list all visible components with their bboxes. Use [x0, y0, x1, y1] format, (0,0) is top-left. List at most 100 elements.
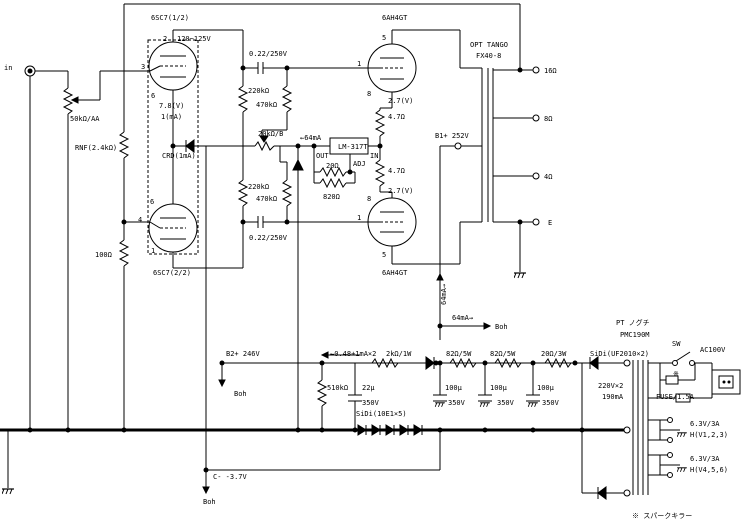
driver-top-plate-voltage: 120~125V: [177, 35, 212, 43]
output-top-pin-plate: 5: [382, 34, 386, 42]
output-bottom-pin-grid: 1: [357, 214, 361, 222]
output-bottom-bias: 2.7(V): [388, 187, 413, 195]
ccs-current-label: ←64mA: [300, 134, 322, 142]
spark-killer-mark: ※: [673, 370, 679, 378]
diode-string-label: SiDi(10E1×5): [356, 410, 407, 418]
output-tube-top: [367, 43, 417, 93]
pt-hv-current-label: 190mA: [602, 393, 624, 401]
heater2-tubes: H(V4,5,6): [690, 466, 728, 474]
footnote: ※ スパークキラー: [632, 512, 692, 520]
b1-terminal: [454, 142, 462, 150]
mains-label: AC100V: [700, 346, 726, 354]
output-bottom-name: 6AH4GT: [382, 269, 408, 277]
grid-leak-bottom: [281, 179, 293, 207]
b1-vertical-label: 64mA→: [440, 284, 448, 305]
driver-top-name: 6SC7(1/2): [151, 14, 189, 22]
b1-current-label: 64mA→: [452, 314, 473, 322]
cap-small-v-label: 350V: [362, 399, 380, 407]
reg-r1-label: 20Ω: [326, 162, 339, 170]
driver-tube-bottom: [148, 203, 198, 253]
driver-bottom-name: 6SC7(2/2): [153, 269, 191, 277]
output-top-bias: 2.7(V): [388, 97, 413, 105]
ac-inlet: [711, 369, 741, 395]
output-bottom-pin-plate: 5: [382, 251, 386, 259]
output-8ohm-terminal: [532, 114, 540, 122]
output-16ohm-label: 16Ω: [544, 67, 557, 75]
rect-diode-bottom: [597, 486, 607, 500]
opt-name: OPT TANGO: [470, 41, 508, 49]
cathode-res-bottom: [374, 159, 386, 187]
input-label: in: [4, 64, 12, 72]
output-tube-bottom: [367, 197, 417, 247]
grid-leak-top: [281, 85, 293, 113]
rect-diode-chain: [425, 356, 435, 370]
b2-to-label: Boh: [234, 390, 247, 398]
driver-top-pin-cathode: 6: [151, 92, 155, 100]
bleeder-label: 510kΩ: [327, 384, 348, 392]
output-top-pin-cathode: 8: [367, 90, 371, 98]
fuse-label: FUSE/1.5A: [656, 393, 695, 401]
driver-top-bias: 7.8(V): [159, 102, 184, 110]
regulator-label: LM-317T: [338, 143, 368, 151]
cap-small-label: 22μ: [362, 384, 375, 392]
opt-model: FX40-8: [476, 52, 501, 60]
driver-bottom-pin-grid: 4: [138, 216, 142, 224]
rnf-label: RNF(2.4kΩ): [75, 144, 117, 152]
cap3-v-label: 350V: [542, 399, 560, 407]
r100-resistor: [118, 239, 130, 267]
crd-diode: [185, 139, 195, 153]
cathode-res-bottom-label: 4.7Ω: [388, 167, 405, 175]
filter-r2: [449, 357, 477, 369]
pt-name: PT ノグチ: [616, 318, 650, 327]
filter-r2-label: 82Ω/5W: [446, 350, 472, 358]
heater1-rating: 6.3V/3A: [690, 420, 720, 428]
b2-voltage-label: B2+ 246V: [226, 350, 261, 358]
output-e-label: E: [548, 219, 552, 227]
b1-voltage-label: B1+ 252V: [435, 132, 470, 140]
cathode-res-top: [374, 109, 386, 137]
volume-label: 50kΩ/AA: [70, 115, 100, 123]
balance-pot: [254, 140, 275, 152]
reg-r2: [319, 177, 347, 189]
driver-bottom-pin-cathode: 1: [151, 247, 155, 255]
driver-top-current: 1(mA): [161, 113, 182, 121]
driver-bottom-pin-plate: 6: [150, 198, 154, 206]
driver-top-pin-plate: 2: [163, 35, 167, 43]
cap3-label: 100μ: [537, 384, 555, 392]
output-8ohm-label: 8Ω: [544, 115, 552, 123]
volume-pot: [62, 87, 74, 115]
output-transformer: [481, 68, 494, 222]
filter-r1: [371, 357, 399, 369]
rect-diode-top: [589, 356, 599, 370]
cap1-label: 100μ: [445, 384, 463, 392]
bleeder-resistor: [316, 379, 328, 407]
driver-envelope: [147, 39, 199, 255]
pt-model: PMC190M: [620, 331, 650, 339]
output-top-name: 6AH4GT: [382, 14, 408, 22]
balance-pot-label: 20kΩ/B: [258, 130, 283, 138]
filter-r4-label: 20Ω/3W: [541, 350, 567, 358]
reg-r1: [319, 166, 347, 178]
rnf-resistor: [118, 131, 130, 159]
c-minus-label: C- -3.7V: [213, 473, 248, 481]
filter-r4: [544, 357, 572, 369]
reg-in-label: IN: [370, 152, 378, 160]
output-4ohm-terminal: [532, 172, 540, 180]
plate-resistor-bottom: [237, 179, 249, 207]
plate-res-top-label: 220kΩ: [248, 87, 269, 95]
coupling-cap-top-label: 0.22/250V: [249, 50, 288, 58]
filter-r1-label: 2kΩ/1W: [386, 350, 412, 358]
output-bottom-pin-cathode: 8: [367, 195, 371, 203]
switch-label: SW: [672, 340, 681, 348]
pt-hv-label: 220V×2: [598, 382, 623, 390]
b1-to-label: Boh: [495, 323, 508, 331]
output-16ohm-terminal: [532, 66, 540, 74]
cap1-v-label: 350V: [448, 399, 466, 407]
cathode-res-top-label: 4.7Ω: [388, 113, 405, 121]
filter-r3: [494, 357, 522, 369]
driver-top-pin-grid: 3: [141, 63, 145, 71]
rect-diodes-label: SiDi(UF2010×2): [590, 350, 649, 358]
grid-leak-bottom-label: 470kΩ: [256, 195, 277, 203]
reg-out-label: OUT: [316, 152, 329, 160]
